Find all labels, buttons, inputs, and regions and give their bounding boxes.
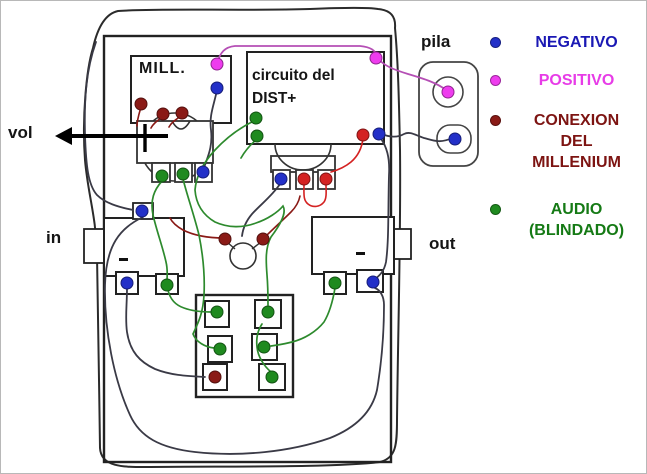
connection-dot-negativo [448,132,462,146]
in-label: in [46,228,62,247]
legend-item-positivo: POSITIVO [490,70,642,91]
legend-dot-audio [490,204,501,215]
wire-ground-sweep [104,216,385,455]
wire-millenium-right [264,195,301,238]
input-minus-mark [119,258,128,261]
circuit-box-label: circuito del DIST+ [252,64,335,110]
legend-label-negativo: NEGATIVO [535,34,618,51]
wire-audio-pot-switch [182,178,215,349]
connection-dot-positivo [441,85,455,99]
wire-dist-negative [241,183,281,237]
battery-clip [418,61,479,167]
wire-left-edge [83,41,134,211]
battery-label: pila [421,32,451,51]
wire-audio-input-switch [167,289,213,313]
connection-dot-audio-blindado [257,340,271,354]
wires [83,41,453,455]
connection-dot-audio-blindado [213,342,227,356]
wire-negative-battery [380,132,453,143]
connection-dot-positivo [210,57,224,71]
connection-dot-conexion-del-millenium [256,232,270,246]
connection-dot-negativo [372,127,386,141]
connection-dot-positivo [369,51,383,65]
wire-input-to-switch [125,287,206,378]
connection-dot-negativo [366,275,380,289]
out-label: out [429,234,456,253]
connection-dot-negativo [274,172,288,186]
connection-dot-conexion-del-millenium [134,97,148,111]
wire-millenium-left [169,217,225,239]
connection-dot-conexion-del-millenium [208,370,222,384]
connection-dot-audio-blindado [160,278,174,292]
connection-dot-dist-circuit-connection [297,172,311,186]
legend-label-positivo: POSITIVO [538,72,615,89]
connection-dot-audio-blindado [328,276,342,290]
connection-dot-audio-blindado [249,111,263,125]
legend-dot-negativo [490,37,501,48]
connection-dot-conexion-del-millenium [156,107,170,121]
connection-dot-conexion-del-millenium [175,106,189,120]
connection-dot-negativo [135,204,149,218]
legend-dot-millenium [490,115,501,126]
millenium-transistor [226,241,262,270]
output-jack [311,216,412,295]
connection-dot-dist-circuit-connection [356,128,370,142]
connection-dot-audio-blindado [210,305,224,319]
connection-dot-dist-circuit-connection [319,172,333,186]
wire-red-loop [303,183,327,208]
connection-dot-negativo [196,165,210,179]
connection-dot-audio-blindado [261,305,275,319]
connection-dot-negativo [210,81,224,95]
output-minus-mark [356,252,365,255]
connection-dot-conexion-del-millenium [218,232,232,246]
circuit-box-label-line2: DIST+ [252,90,297,107]
wire-audio-output-switch [270,287,336,347]
legend-label-audio: AUDIO(BLINDADO) [528,201,625,239]
wire-negative-to-output [373,135,391,281]
wire-audio-switch-internal [255,323,272,373]
mill-box-label: MILL. [139,60,186,77]
vol-arrow [55,124,168,152]
wire-audio-pot-input [151,180,169,282]
circuit-box-label-line1: circuito del [252,67,335,84]
connection-dot-audio-blindado [265,370,279,384]
connection-dot-audio-blindado [155,169,169,183]
legend-item-negativo: NEGATIVO [490,32,642,53]
vol-label: vol [8,123,33,142]
connection-dot-negativo [120,276,134,290]
connection-dot-audio-blindado [250,129,264,143]
wire-audio-circuit-switch [194,119,285,306]
wire-dist-red [330,137,364,173]
legend-dot-positivo [490,75,501,86]
legend-item-audio: AUDIO(BLINDADO) [490,199,642,241]
connection-dot-audio-blindado [176,167,190,181]
